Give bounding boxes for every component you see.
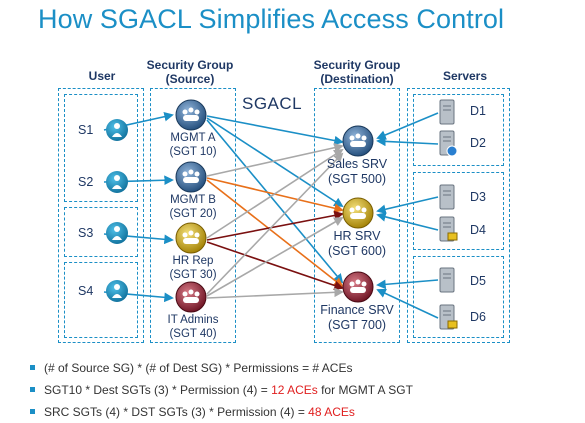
arrow-d4-hr — [376, 212, 439, 231]
source-group-sgt: (SGT 30) — [169, 269, 217, 281]
server-icon-d2 — [439, 130, 458, 157]
page-title: How SGACL Simplifies Access Control — [38, 4, 505, 34]
server-icon-d4 — [439, 216, 458, 242]
server-label-d2: D2 — [470, 136, 486, 150]
column-header-destination: Security Group (Destination) — [307, 58, 407, 86]
column-header-source-line1: Security Group — [146, 58, 234, 72]
user-label-s3: S3 — [78, 226, 94, 240]
user-group-box-1 — [64, 94, 138, 202]
formula-bullet-1: (# of Source SG) * (# of Dest SG) * Perm… — [30, 357, 413, 379]
formula-suffix: for MGMT A SGT — [317, 383, 413, 397]
arrow-it-admins-sales — [206, 152, 344, 295]
server-group-box-3 — [413, 256, 504, 338]
user-icon-s1 — [106, 119, 128, 141]
formula-text: SGT10 * Dest SGTs (3) * Permission (4) = — [44, 383, 272, 397]
arrow-d2-sales — [376, 136, 439, 147]
arrow-hr-rep-hr — [206, 210, 344, 241]
user-icon-s4 — [106, 280, 128, 302]
security-group-icon-finance-srv — [342, 271, 374, 303]
source-group-sgt: (SGT 10) — [169, 146, 217, 158]
user-group-box-3 — [64, 262, 138, 338]
user-column-box — [58, 88, 144, 343]
server-label-d1: D1 — [470, 104, 486, 118]
server-icon-d1 — [439, 99, 455, 125]
security-group-icon-sales-srv — [342, 125, 374, 157]
dest-group-hr-srv: HR SRV (SGT 600) — [315, 229, 399, 259]
server-label-d4: D4 — [470, 223, 486, 237]
security-group-icon-hr-rep — [175, 222, 207, 254]
arrow-it-admins-hr — [206, 217, 344, 297]
dest-group-name: Sales SRV — [326, 157, 388, 171]
server-label-d6: D6 — [470, 310, 486, 324]
source-group-mgmt-b: MGMT B (SGT 20) — [151, 193, 235, 221]
destination-group-box — [314, 88, 400, 343]
user-label-s1: S1 — [78, 123, 94, 137]
user-group-box-2 — [64, 207, 138, 257]
source-group-sgt: (SGT 20) — [169, 208, 217, 220]
dest-group-sgt: (SGT 700) — [327, 318, 387, 332]
bullet-icon — [30, 387, 35, 393]
source-group-name: HR Rep — [172, 255, 214, 267]
source-group-name: MGMT B — [170, 194, 216, 206]
user-icon-s3 — [106, 222, 128, 244]
sgacl-label: SGACL — [242, 94, 303, 113]
user-label-s4: S4 — [78, 284, 94, 298]
server-group-box-2 — [413, 172, 504, 250]
dest-group-sgt: (SGT 500) — [327, 172, 387, 186]
formula-highlight: 48 ACEs — [308, 405, 355, 419]
bullet-icon — [30, 409, 35, 415]
formula-bullet-2: SGT10 * Dest SGTs (3) * Permission (4) =… — [30, 379, 413, 401]
arrow-mgmt-b-sales — [206, 142, 344, 177]
column-header-user: User — [88, 69, 116, 83]
server-icon-d3 — [439, 184, 455, 210]
source-group-it-admins: IT Admins (SGT 40) — [151, 313, 235, 341]
source-group-name: IT Admins — [167, 314, 219, 326]
security-group-icon-mgmt-b — [175, 161, 207, 193]
column-header-destination-line1: Security Group — [313, 58, 401, 72]
formula-text: (# of Source SG) * (# of Dest SG) * Perm… — [44, 361, 353, 375]
source-group-sgt: (SGT 40) — [169, 328, 217, 340]
source-group-name: MGMT A — [170, 132, 216, 144]
source-group-mgmt-a: MGMT A (SGT 10) — [151, 131, 235, 159]
column-header-source-line2: (Source) — [165, 72, 215, 86]
security-group-icon-it-admins — [175, 281, 207, 313]
security-group-icon-hr-srv — [342, 197, 374, 229]
formula-bullet-3: SRC SGTs (4) * DST SGTs (3) * Permission… — [30, 401, 413, 423]
user-label-s2: S2 — [78, 175, 94, 189]
column-header-servers: Servers — [442, 69, 488, 83]
security-group-icon-mgmt-a — [175, 99, 207, 131]
arrow-hr-rep-finance — [206, 241, 344, 291]
arrow-mgmt-a-hr — [206, 117, 344, 208]
bullet-icon — [30, 365, 35, 371]
server-icon-d5 — [439, 267, 455, 293]
user-icon-s2 — [106, 171, 128, 193]
server-label-d3: D3 — [470, 190, 486, 204]
formula-text: SRC SGTs (4) * DST SGTs (3) * Permission… — [44, 405, 309, 419]
server-group-box-1 — [413, 94, 504, 166]
arrow-d1-sales — [376, 112, 439, 140]
source-group-hr-rep: HR Rep (SGT 30) — [151, 254, 235, 282]
dest-group-sales-srv: Sales SRV (SGT 500) — [315, 157, 399, 187]
arrow-mgmt-a-sales — [206, 115, 344, 146]
server-label-d5: D5 — [470, 274, 486, 288]
arrow-mgmt-a-finance — [206, 119, 344, 284]
server-icon-d6 — [439, 304, 458, 330]
dest-group-name: HR SRV — [333, 229, 381, 243]
arrow-d5-finance — [376, 279, 439, 290]
arrow-d3-hr — [376, 196, 439, 214]
dest-group-sgt: (SGT 600) — [327, 244, 387, 258]
column-header-destination-line2: (Destination) — [320, 72, 394, 86]
column-header-source: Security Group (Source) — [140, 58, 240, 86]
formula-highlight: 12 ACEs — [271, 383, 318, 397]
arrow-mgmt-b-finance — [206, 179, 344, 288]
arrow-d6-finance — [376, 288, 439, 319]
dest-group-finance-srv: Finance SRV (SGT 700) — [315, 303, 399, 333]
servers-column-box — [407, 88, 510, 343]
formula-list: (# of Source SG) * (# of Dest SG) * Perm… — [30, 357, 413, 423]
dest-group-name: Finance SRV — [320, 303, 394, 317]
arrow-hr-rep-sales — [206, 148, 344, 239]
source-group-box — [150, 88, 236, 343]
arrow-it-admins-finance — [206, 287, 344, 299]
